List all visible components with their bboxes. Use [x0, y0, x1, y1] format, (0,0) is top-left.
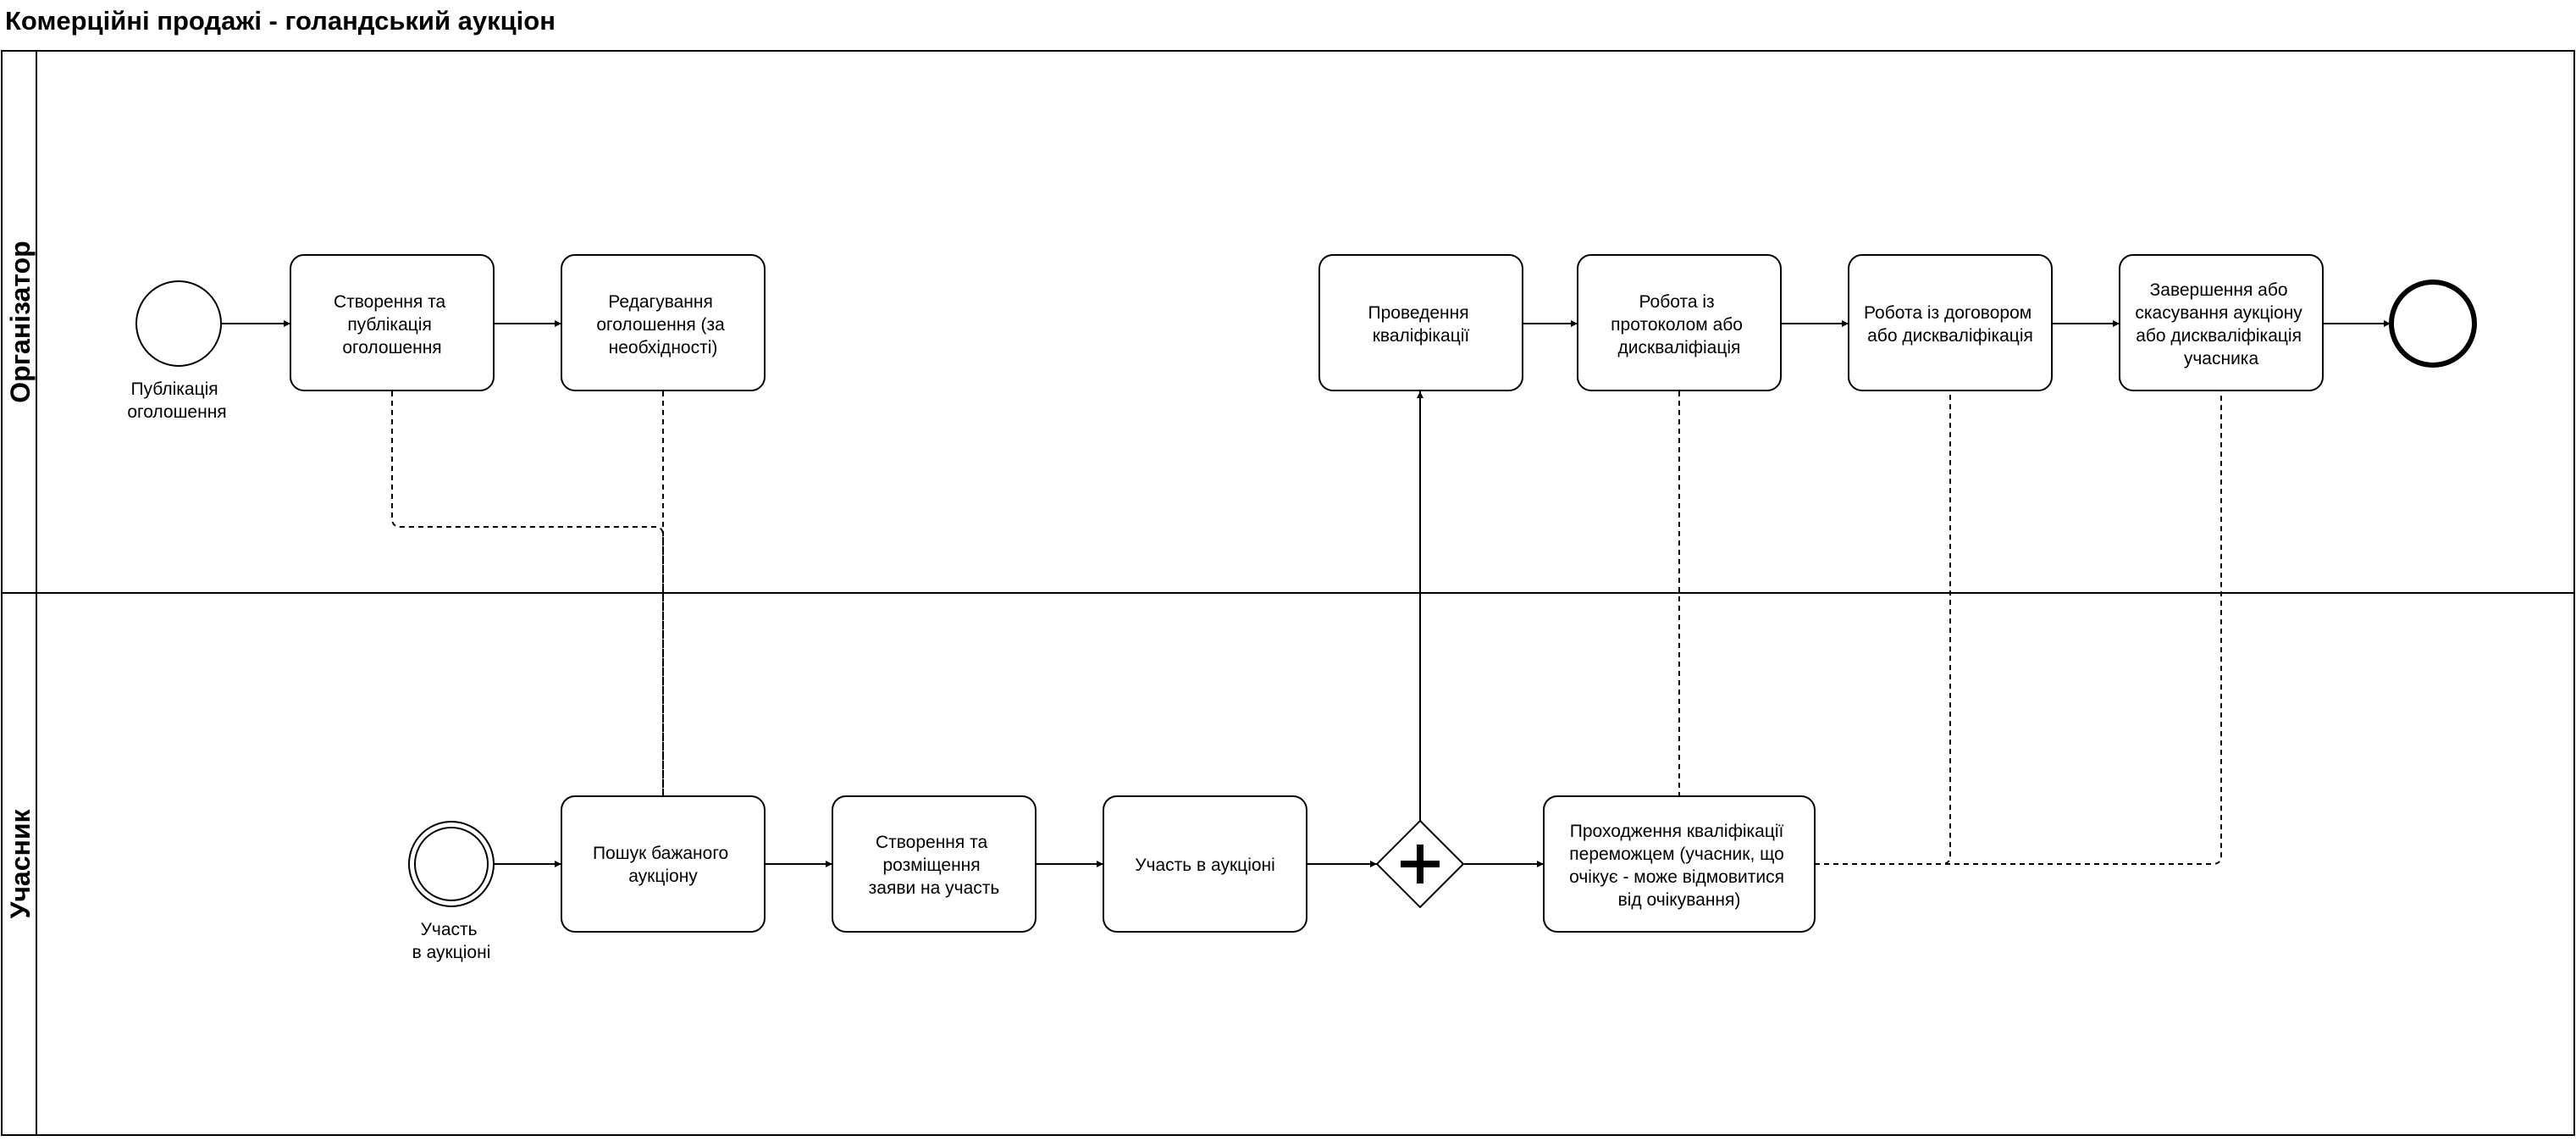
- lane-label-organizer: Організатор: [5, 241, 36, 402]
- start-event-participant: [408, 821, 495, 907]
- task-search: Пошук бажаного аукціону: [561, 795, 766, 933]
- tasks-participant: Пошук бажаного аукціону Створення та роз…: [561, 795, 1816, 933]
- parallel-gateway: [1375, 819, 1465, 909]
- task-label: Участь в аукціоні: [1135, 856, 1275, 875]
- lane-label-participant: Учасник: [5, 808, 36, 918]
- task-finish: Завершення або скасування аукціону або д…: [2119, 254, 2324, 391]
- plus-icon: [1401, 845, 1440, 883]
- task-edit: Редагування оголошення (за необхідності): [561, 254, 766, 391]
- task-label: Створення та публікація оголошення: [334, 292, 451, 357]
- tasks-organizer: Створення та публікація оголошення Редаг…: [290, 254, 2324, 391]
- task-label: Робота із протоколом або дискваліфіація: [1611, 292, 1748, 357]
- task-box: [1103, 795, 1307, 933]
- start-event-participant-inner: [414, 827, 489, 901]
- association-contract: [1815, 391, 1951, 865]
- task-label: Редагування оголошення (за необхідності): [596, 292, 729, 357]
- start-event-participant-outer: [408, 821, 495, 907]
- sequence-flows: [221, 320, 2391, 867]
- task-create-publish: Створення та публікація оголошення: [290, 254, 495, 391]
- task-qualification: Проведення кваліфікації: [1318, 254, 1523, 391]
- task-participate: Участь в аукціоні: [1103, 795, 1307, 933]
- diagram-title: Комерційні продажі - голандський аукціон: [5, 6, 556, 36]
- end-event: [2389, 280, 2477, 368]
- start-event-organizer: [135, 280, 222, 367]
- task-box: [561, 254, 766, 391]
- task-label: Проходження кваліфікації переможцем (уча…: [1569, 822, 1789, 910]
- task-box: [290, 254, 495, 391]
- task-box: [1318, 254, 1523, 391]
- start-event-participant-label: Участь в аукціоні: [412, 920, 491, 962]
- task-box: [1577, 254, 1782, 391]
- association-finish: [1815, 391, 2222, 865]
- task-application: Створення та розміщення заяви на участь: [832, 795, 1036, 933]
- events: Публікація оголошення Участь в аукціоні: [127, 280, 2477, 962]
- associations: [391, 391, 2222, 865]
- task-box: [2119, 254, 2324, 391]
- task-box: [832, 795, 1036, 933]
- task-box: [1848, 254, 2053, 391]
- task-protocol: Робота із протоколом або дискваліфіація: [1577, 254, 1782, 391]
- task-label: Проведення кваліфікації: [1368, 303, 1474, 346]
- task-contract: Робота із договором або дискваліфікація: [1848, 254, 2053, 391]
- task-label: Робота із договором або дискваліфікація: [1864, 303, 2037, 346]
- task-label: Завершення або скасування аукціону або д…: [2135, 280, 2307, 368]
- task-box: [561, 795, 766, 933]
- pool: Організатор Учасник: [1, 50, 2575, 1136]
- task-pass-qualification: Проходження кваліфікації переможцем (уча…: [1543, 795, 1816, 933]
- task-box: [1543, 795, 1816, 933]
- task-label: Пошук бажаного аукціону: [593, 844, 733, 886]
- start-event-organizer-label: Публікація оголошення: [127, 379, 226, 422]
- task-label: Створення та розміщення заяви на участь: [869, 833, 1000, 898]
